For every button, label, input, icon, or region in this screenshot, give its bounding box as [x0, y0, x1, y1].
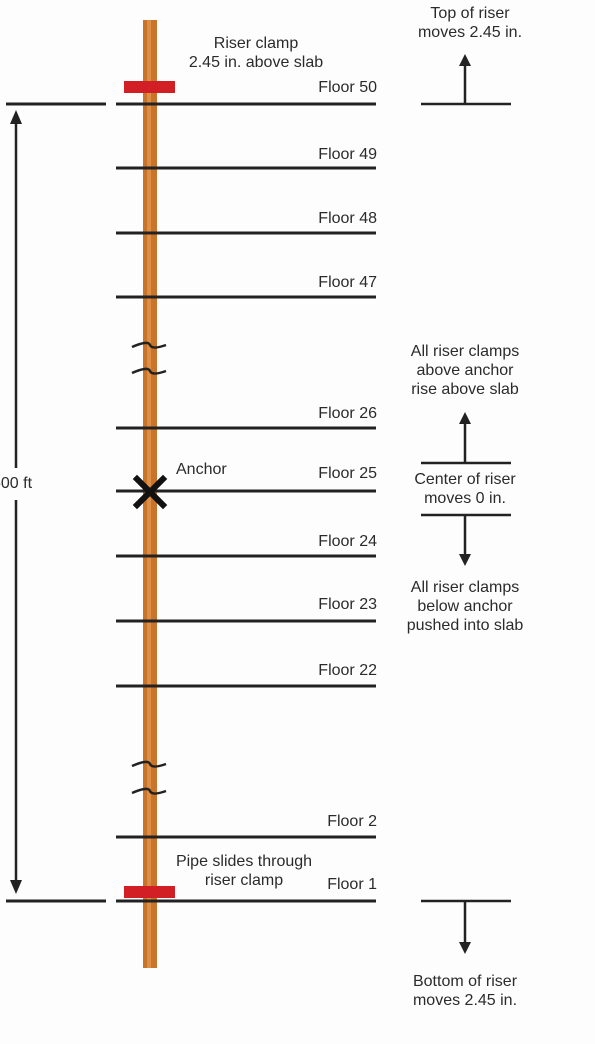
top-riser-note: Top of riser moves 2.45 in.: [395, 4, 545, 42]
floor-label-22: Floor 22: [318, 662, 377, 679]
height-arrowhead-up: [10, 110, 22, 124]
top-arrowhead-up: [459, 54, 471, 66]
break-mark-upper: [131, 341, 167, 375]
bottom-riser-note-line1: Bottom of riser: [412, 973, 518, 990]
center-riser-note-line2: moves 0 in.: [424, 490, 506, 507]
clamps-above-note: All riser clamps above anchor rise above…: [385, 342, 545, 399]
clamps-below-note-line1: All riser clamps: [410, 579, 520, 596]
clamps-below-note-line3: pushed into slab: [406, 617, 524, 634]
clamps-above-arrowhead-up: [459, 412, 471, 424]
bottom-clamp-label-line1: Pipe slides through: [175, 853, 313, 870]
center-riser-note-line1: Center of riser: [414, 471, 516, 488]
top-riser-note-line2: moves 2.45 in.: [417, 24, 523, 41]
clamps-below-note-line2: below anchor: [417, 598, 513, 615]
clamps-below-arrowhead-down: [459, 554, 471, 566]
floor-label-23: Floor 23: [318, 596, 377, 613]
floor-label-1: Floor 1: [327, 876, 377, 893]
height-arrowhead-down: [10, 880, 22, 894]
center-riser-note: Center of riser moves 0 in.: [390, 470, 540, 508]
top-riser-note-line1: Top of riser: [430, 5, 510, 22]
anchor-x-icon: [132, 474, 168, 510]
clamps-above-note-line2: above anchor: [416, 362, 514, 379]
clamps-above-note-line1: All riser clamps: [410, 343, 520, 360]
break-mark-lower: [131, 760, 167, 795]
top-clamp-label: Riser clamp 2.45 in. above slab: [186, 34, 326, 72]
height-label: 500 ft: [0, 474, 35, 493]
bottom-riser-note-line2: moves 2.45 in.: [412, 992, 518, 1009]
bottom-clamp-label: Pipe slides through riser clamp: [164, 852, 324, 890]
bottom-arrowhead-down: [459, 942, 471, 954]
floor-label-50: Floor 50: [318, 79, 377, 96]
clamps-below-note: All riser clamps below anchor pushed int…: [385, 578, 545, 635]
bottom-riser-note: Bottom of riser moves 2.45 in.: [390, 972, 540, 1010]
floor-label-49: Floor 49: [318, 146, 377, 163]
clamps-above-note-line3: rise above slab: [411, 381, 519, 398]
floor-label-25: Floor 25: [318, 465, 377, 482]
riser-clamp-bottom: [124, 886, 175, 898]
anchor-label: Anchor: [176, 461, 227, 478]
floor-label-48: Floor 48: [318, 210, 377, 227]
bottom-clamp-label-line2: riser clamp: [204, 872, 284, 889]
floor-label-24: Floor 24: [318, 533, 377, 550]
floor-label-26: Floor 26: [318, 405, 377, 422]
riser-clamp-top: [124, 81, 175, 93]
floor-label-47: Floor 47: [318, 274, 377, 291]
top-clamp-label-line2: 2.45 in. above slab: [188, 54, 324, 71]
top-clamp-label-line1: Riser clamp: [213, 35, 299, 52]
floor-label-2: Floor 2: [327, 813, 377, 830]
